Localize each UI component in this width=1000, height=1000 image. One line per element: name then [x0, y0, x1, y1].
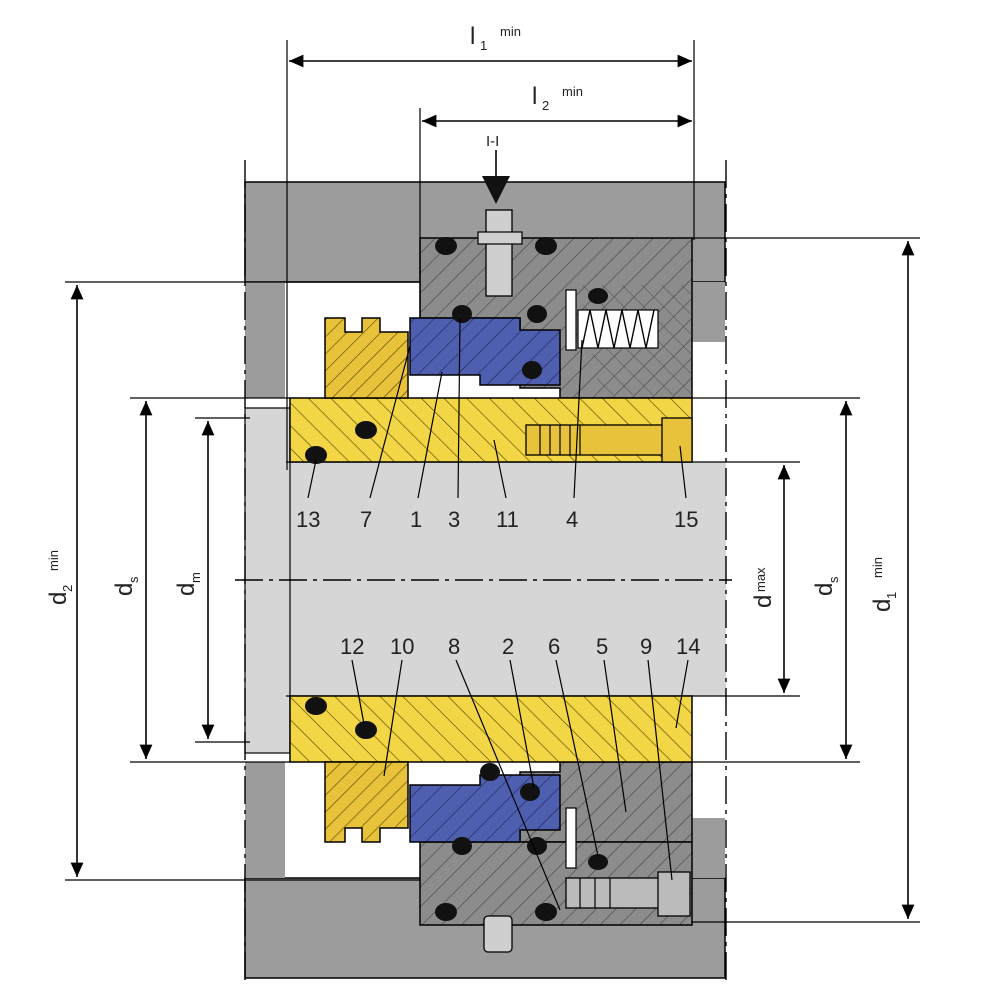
callouts-bottom: 12 10 8 2 6 5 9 14: [340, 634, 700, 659]
callout-7: 7: [360, 507, 372, 532]
callout-9: 9: [640, 634, 652, 659]
ds-right-sub: s: [826, 576, 841, 583]
callout-3: 3: [448, 507, 460, 532]
shaft: [244, 407, 726, 754]
callout-4: 4: [566, 507, 578, 532]
callouts-top: 13 7 1 3 11 4 15: [296, 507, 698, 532]
l2-main: l: [532, 83, 537, 110]
callout-15: 15: [674, 507, 698, 532]
label-l1: l 1 min: [470, 23, 521, 53]
callout-11: 11: [496, 507, 519, 532]
callout-1: 1: [410, 507, 422, 532]
label-d2: d 2 min: [45, 550, 75, 605]
dm-main: d: [173, 583, 200, 596]
drive-collar-upper: [324, 317, 409, 399]
leader-lines: [307, 317, 689, 911]
label-dm: d m: [173, 572, 203, 596]
callout-2: 2: [502, 634, 514, 659]
l2-sup: min: [562, 84, 583, 99]
d2-sub: 2: [60, 585, 75, 592]
housing-right-upper: [692, 282, 725, 342]
drain-port: [483, 915, 513, 953]
sleeve-screw: [525, 417, 693, 463]
callout-13: 13: [296, 507, 320, 532]
section-label: I-I: [486, 133, 499, 150]
callout-14: 14: [676, 634, 700, 659]
spring: [565, 289, 659, 351]
d2-main: d: [45, 592, 72, 605]
callout-12: 12: [340, 634, 364, 659]
o-rings: [305, 237, 608, 921]
d2-sup: min: [46, 550, 61, 571]
label-ds-left: d s: [111, 576, 141, 596]
callout-10: 10: [390, 634, 414, 659]
l2-sub: 2: [542, 98, 549, 113]
housing-right-lower: [692, 818, 725, 878]
flush-port: [477, 209, 523, 297]
d1-sup: min: [870, 557, 885, 578]
l1-sup: min: [500, 24, 521, 39]
label-d1: d 1 min: [869, 557, 899, 612]
callout-8: 8: [448, 634, 460, 659]
callout-6: 6: [548, 634, 560, 659]
ds-left-sub: s: [126, 576, 141, 583]
drive-collar-lower: [324, 761, 409, 843]
l1-main: l: [470, 23, 475, 50]
dm-sub: m: [188, 572, 203, 583]
label-ds-right: d s: [811, 576, 841, 596]
ds-left-main: d: [111, 583, 138, 596]
dmax-main: d: [750, 595, 777, 608]
housing-left-upper: [245, 282, 285, 398]
housing-left-lower: [245, 762, 285, 878]
pin-lower: [565, 807, 577, 869]
dimension-lines: [65, 40, 920, 923]
label-d-max: d max: [750, 567, 777, 608]
label-l2: l 2 min: [532, 83, 583, 113]
callout-5: 5: [596, 634, 608, 659]
sleeve-lower: [289, 695, 693, 763]
d1-main: d: [869, 599, 896, 612]
gland-screw: [565, 871, 691, 917]
dmax-sup: max: [753, 567, 768, 592]
l1-sub: 1: [480, 38, 487, 53]
d1-sub: 1: [884, 592, 899, 599]
ds-right-main: d: [811, 583, 838, 596]
